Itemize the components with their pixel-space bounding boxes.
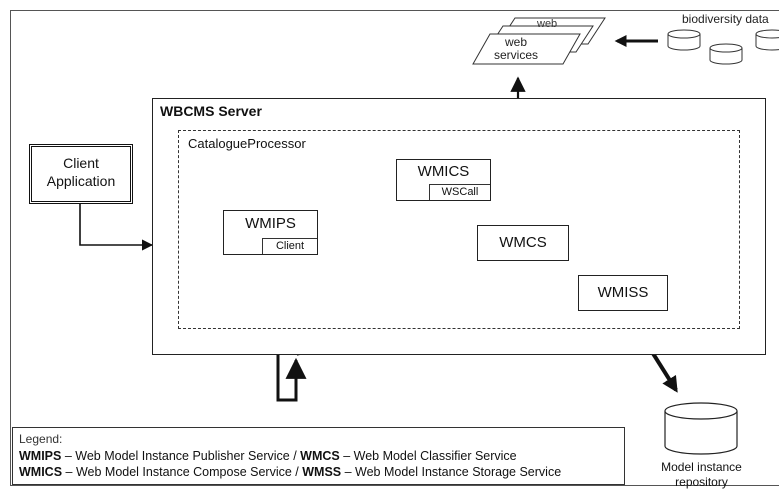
- wmips-box[interactable]: WMIPS Client: [223, 210, 318, 255]
- legend-title: Legend:: [19, 432, 63, 446]
- legend-box: Legend: WMIPS – Web Model Instance Publi…: [12, 427, 625, 485]
- legend-abbr-wmcs: WMCS: [300, 449, 340, 463]
- server-title: WBCMS Server: [160, 103, 262, 119]
- client-server-link: [74, 189, 154, 251]
- legend-row-2: WMICS – Web Model Instance Compose Servi…: [19, 464, 561, 480]
- web-services-front-line2: services: [494, 48, 539, 62]
- wmcs-box[interactable]: WMCS: [477, 225, 569, 261]
- client-app-line2: Application: [46, 173, 116, 189]
- client-application-box[interactable]: Client Application: [29, 144, 133, 204]
- web-services-back-label: web: [537, 18, 558, 30]
- biodiversity-label: biodiversity data: [682, 12, 769, 26]
- repository-line1: Model instance: [661, 460, 742, 474]
- processor-title: CatalogueProcessor: [188, 136, 306, 151]
- repository-line2: repository: [675, 475, 728, 489]
- wmics-box[interactable]: WMICS WSCall: [396, 159, 491, 201]
- legend-desc-wmcs: – Web Model Classifier Service: [339, 449, 517, 463]
- legend-row-1: WMIPS – Web Model Instance Publisher Ser…: [19, 448, 517, 464]
- wmics-label: WMICS: [417, 163, 470, 180]
- wmips-label: WMIPS: [245, 215, 296, 232]
- web-services-stack: [472, 17, 606, 65]
- legend-desc-wmips: – Web Model Instance Publisher Service /: [61, 449, 301, 463]
- legend-abbr-wmips: WMIPS: [19, 449, 62, 463]
- legend-desc-wmics: – Web Model Instance Compose Service /: [62, 465, 303, 479]
- wmcs-label: WMCS: [499, 234, 547, 251]
- web-services-front-line1: web: [505, 35, 528, 49]
- catalogue-processor-box: [178, 130, 740, 329]
- legend-desc-wmss: – Web Model Instance Storage Service: [341, 465, 562, 479]
- wmics-wscall-tab: WSCall: [429, 184, 490, 200]
- repository-cylinder: [664, 402, 738, 455]
- client-app-line1: Client: [63, 155, 99, 171]
- legend-abbr-wmss: WMSS: [302, 465, 342, 479]
- wmips-client-tab: Client: [262, 238, 317, 254]
- wmiss-label: WMISS: [597, 284, 649, 301]
- wmiss-box[interactable]: WMISS: [578, 275, 668, 311]
- legend-abbr-wmics: WMICS: [19, 465, 63, 479]
- biodiversity-cylinders: [667, 29, 779, 65]
